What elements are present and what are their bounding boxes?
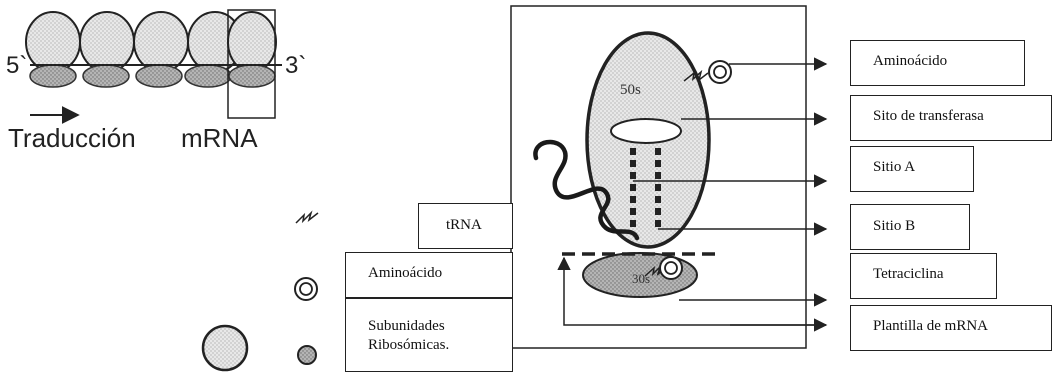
target-mrna-template-label: Plantilla de mRNA — [873, 317, 988, 336]
small-subunit-legend-icon — [298, 346, 316, 364]
polysome-small-subunit — [229, 65, 275, 87]
legend-aminoacid-label: Aminoácido — [368, 264, 442, 283]
aminoacid-symbol-small-inner — [665, 262, 677, 274]
polysome: 5` 3` Traducción mRNA — [6, 10, 306, 153]
three-prime-label: 3` — [285, 52, 306, 79]
polysome-large-subunit — [134, 12, 188, 72]
target-site-b-label: Sitio B — [873, 217, 915, 236]
polysome-small-subunit — [30, 65, 76, 87]
polysome-small-subunit — [83, 65, 129, 87]
polysome-large-subunit — [80, 12, 134, 72]
trna-legend-icon — [296, 213, 318, 223]
legend-subunits-line1: Subunidades — [368, 317, 445, 336]
large-subunit-legend-icon — [203, 326, 247, 370]
translation-label: Traducción — [8, 123, 136, 153]
polysome-large-subunit — [26, 12, 80, 72]
target-site-a-label: Sitio A — [873, 158, 915, 177]
polysome-small-subunit — [136, 65, 182, 87]
aminoacid-symbol-large-inner — [714, 66, 726, 78]
target-aminoacid-label: Aminoácido — [873, 52, 947, 71]
polysome-small-subunit — [185, 65, 231, 87]
five-prime-label: 5` — [6, 52, 27, 79]
polysome-large-subunit — [228, 12, 276, 72]
small-subunits — [30, 65, 275, 87]
large-subunits — [26, 12, 276, 72]
mrna-label: mRNA — [181, 123, 258, 153]
target-tetracycline-label: Tetraciclina — [873, 265, 944, 284]
aminoacid-legend-icon-inner — [300, 283, 312, 295]
target-transferase-label: Sito de transferasa — [873, 107, 984, 126]
legend-subunits-line2: Ribosómicas. — [368, 336, 449, 355]
legend-trna-label: tRNA — [446, 216, 482, 235]
transferase-site — [611, 119, 681, 143]
large-subunit-label: 50s — [620, 82, 641, 98]
